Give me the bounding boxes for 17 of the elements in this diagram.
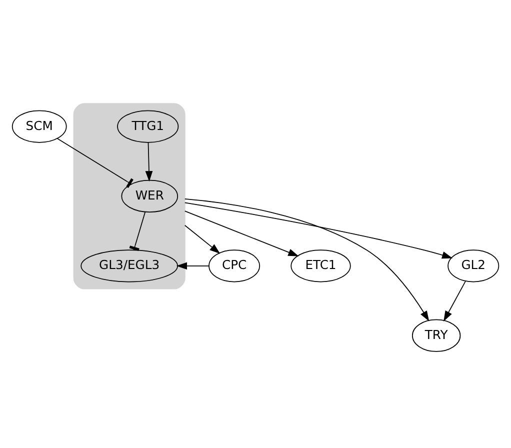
node-ellipse: TTG1 <box>117 110 179 143</box>
node-ellipse: TRY <box>412 319 461 352</box>
arrow <box>184 198 430 322</box>
node-ellipse: CPC <box>208 250 260 282</box>
arrow <box>176 262 210 270</box>
connector <box>56 138 134 188</box>
cluster <box>73 103 186 290</box>
arrow <box>184 224 220 254</box>
node-ellipse: SCM <box>12 110 67 143</box>
node-ellipse: ETC1 <box>290 250 351 282</box>
arrow <box>184 210 299 256</box>
connector <box>129 212 146 251</box>
node-ellipse: GL3/EGL3 <box>80 250 178 282</box>
arrow <box>145 142 153 182</box>
node-ellipse: GL2 <box>448 250 500 282</box>
arrow <box>184 202 453 259</box>
arrow <box>444 280 466 322</box>
